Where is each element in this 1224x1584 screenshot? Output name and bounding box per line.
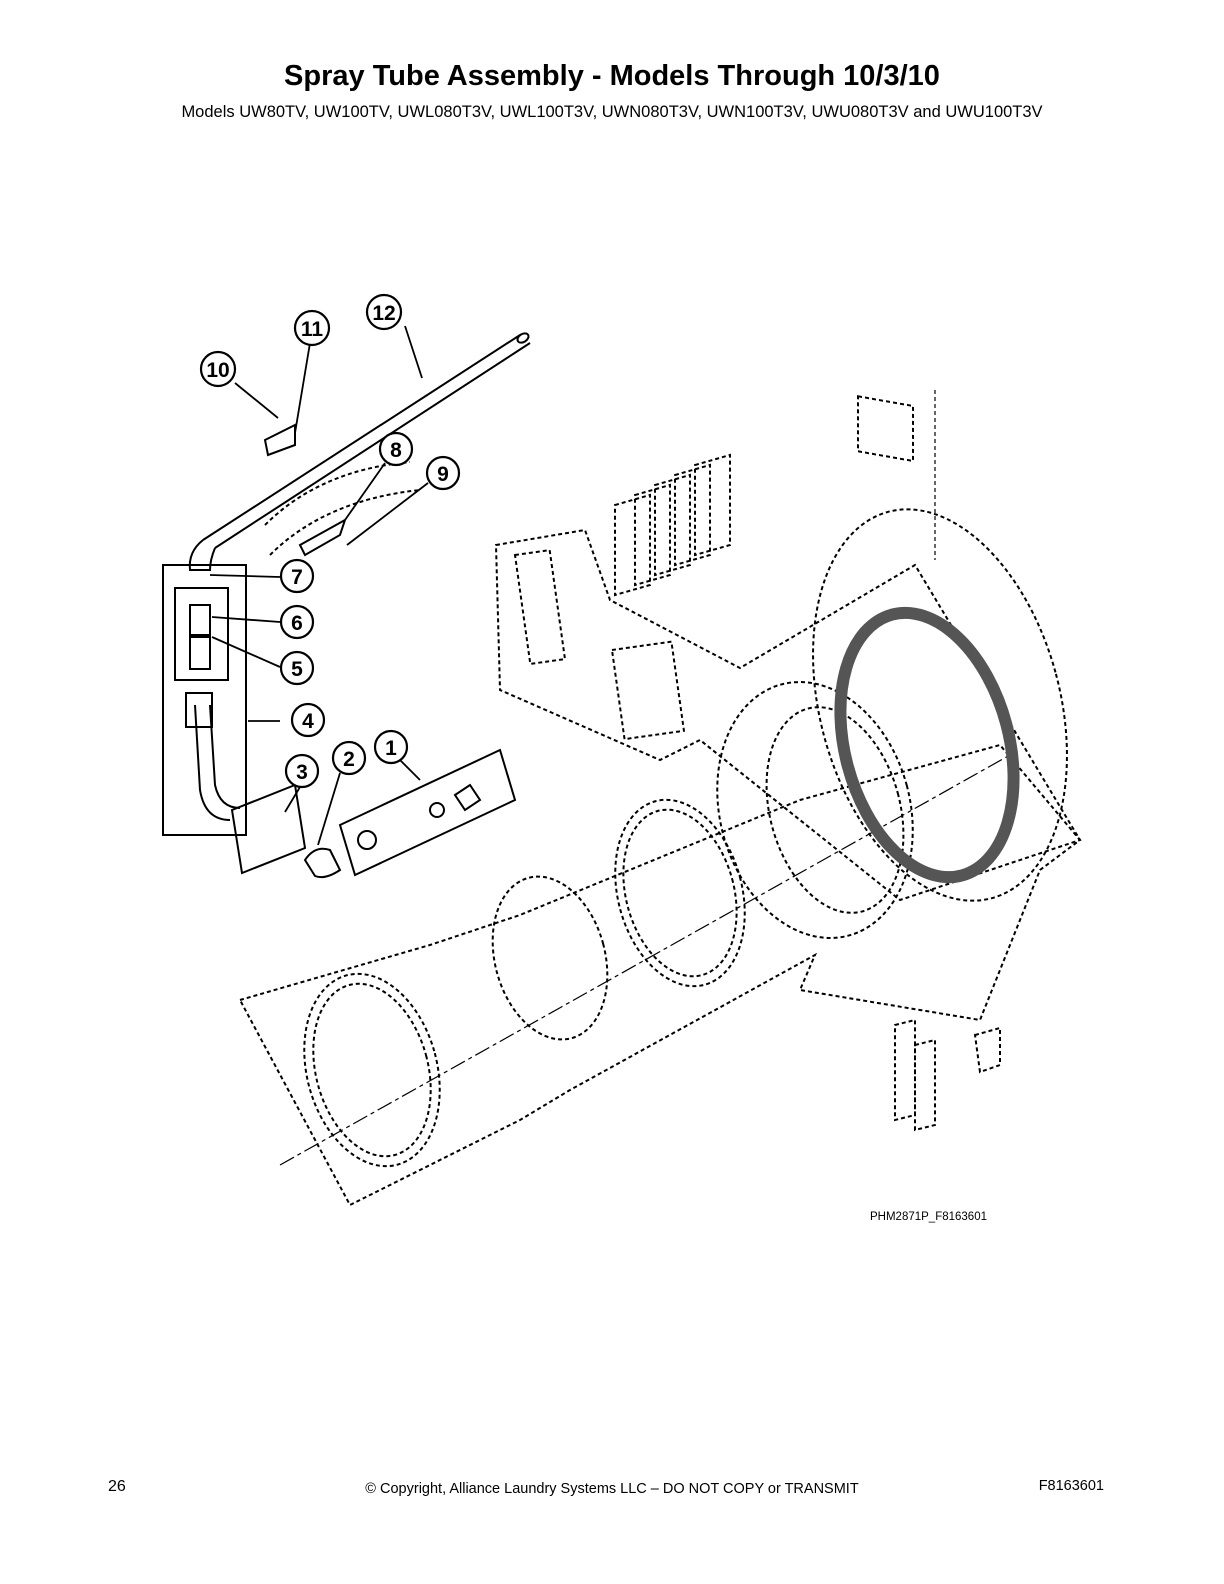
page-subtitle: Models UW80TV, UW100TV, UWL080T3V, UWL10… [181,103,1043,121]
fitting-box [174,587,229,681]
callout-6: 6 [291,612,303,635]
callout-11: 11 [301,318,324,341]
door-ring [716,681,914,939]
warning-label [857,395,914,463]
item3-box [230,783,307,875]
hose-box [162,564,247,836]
document-code: F8163601 [1038,1478,1104,1494]
clip-11 [263,423,296,457]
hinge-plate [610,640,686,741]
spray-tube-end [516,332,530,344]
elbow-fitting [303,847,342,879]
door-gasket [614,798,746,988]
spray-arc-1 [264,461,411,526]
page-number: 26 [108,1478,126,1495]
hose-nut [185,692,213,728]
bezel-ring [303,972,441,1168]
fitting-5 [189,636,211,670]
callout-1: 1 [385,737,397,760]
item1-box [338,748,517,877]
callout-7: 7 [291,566,303,589]
front-panel-outline [238,743,1082,1207]
hinge-stack [614,453,731,597]
page-title: Spray Tube Assembly - Models Through 10/… [284,60,940,92]
bulkhead-fitting [453,783,482,812]
door-seal-dark [834,606,1020,884]
door-glass [491,875,609,1041]
callout-10: 10 [206,359,229,382]
bezel-ring-inner [312,982,432,1158]
callout-5: 5 [291,658,303,681]
callout-2: 2 [343,748,355,771]
nozzle-bracket [298,517,347,557]
door-lock [894,1018,1001,1132]
o-ring [429,802,445,818]
callout-3: 3 [296,761,308,784]
fitting-6 [189,604,211,636]
spray-tube [202,334,531,549]
copyright-notice: © Copyright, Alliance Laundry Systems LL… [365,1481,859,1497]
hinge-bracket [513,548,567,666]
callout-12: 12 [372,302,395,325]
diagram-reference-code: PHM2871P_F8163601 [870,1211,987,1223]
washer [357,830,377,850]
upper-panel-outline [494,528,1082,902]
hose [194,704,241,821]
spray-arc-2 [269,489,421,556]
tub-front [812,508,1068,902]
callout-8: 8 [390,439,402,462]
door-gasket-inner [622,808,738,978]
door-ring-inner [765,706,905,914]
spray-tube-elbow [188,539,216,571]
callout-4: 4 [302,710,314,733]
callout-9: 9 [437,463,449,486]
